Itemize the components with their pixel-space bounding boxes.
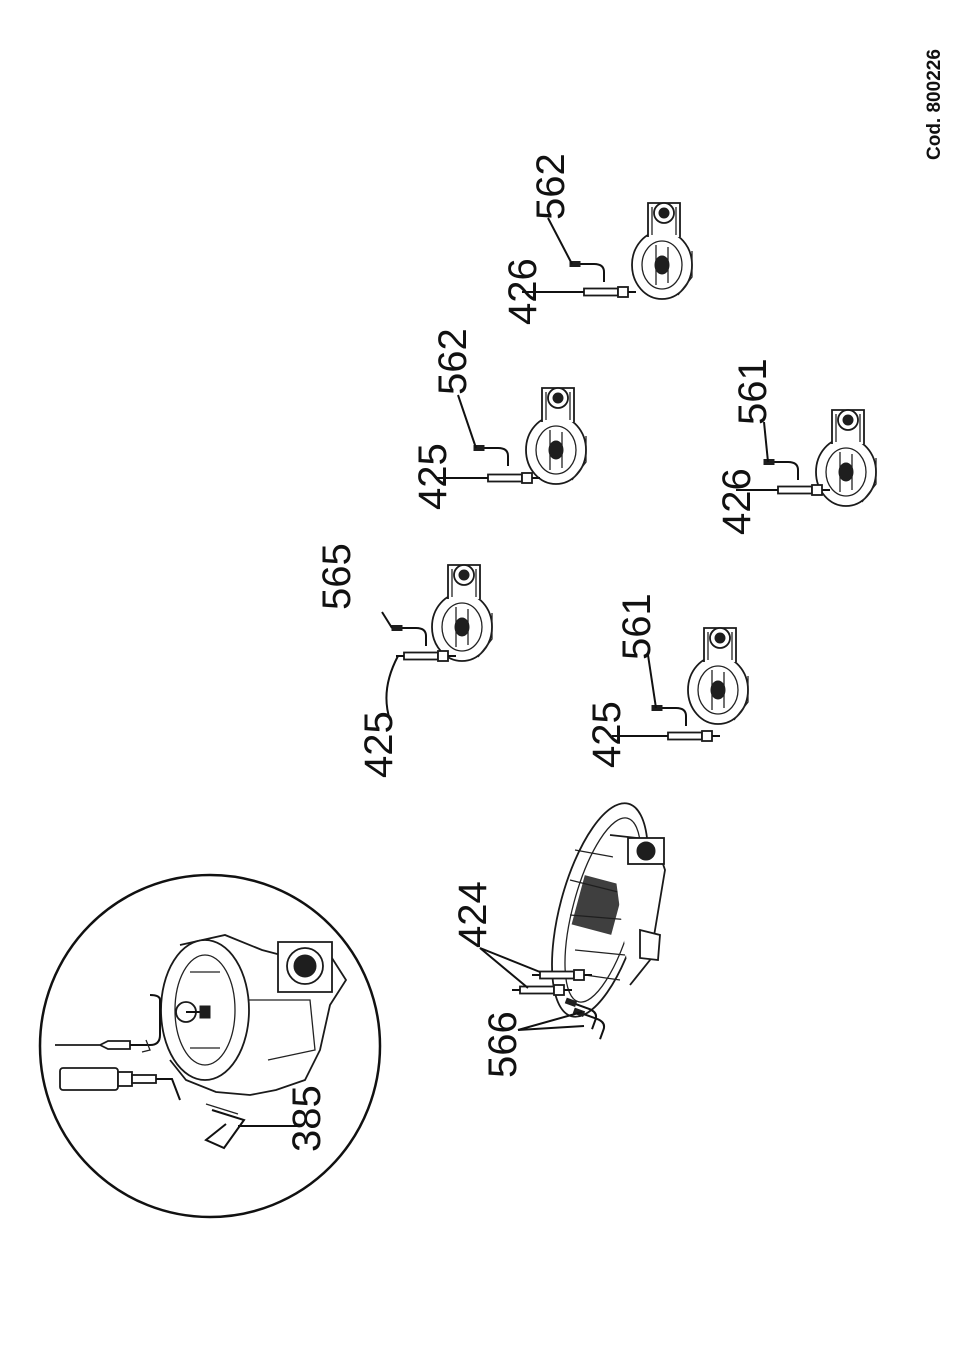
detail-burner-body	[160, 934, 348, 1096]
burner-head-group-e	[763, 409, 877, 507]
callout-561-d: 561	[615, 593, 659, 660]
detail-igniter	[55, 994, 161, 1053]
clip-part	[204, 1103, 246, 1150]
callout-426-e: 426	[715, 468, 759, 535]
burner-head-group-b	[473, 387, 587, 485]
burner-head-group-d	[651, 627, 749, 742]
burner-head-group-c	[569, 202, 693, 300]
burner-head-group-a	[391, 564, 493, 662]
drawing-code: Cod. 800226	[924, 49, 945, 160]
detail-view: 385	[38, 873, 382, 1219]
callout-426-c: 426	[501, 258, 545, 325]
callout-424: 424	[451, 881, 495, 948]
callout-562-c: 562	[529, 153, 573, 220]
callout-561-e: 561	[731, 358, 775, 425]
callout-425-d: 425	[585, 701, 629, 768]
callout-562-b: 562	[431, 328, 475, 395]
callout-565: 565	[315, 543, 359, 610]
callout-566: 566	[481, 1011, 525, 1078]
main-burner-assembly	[551, 802, 666, 1018]
callout-385: 385	[285, 1085, 329, 1152]
callout-425-a: 425	[357, 711, 401, 778]
callout-425-b: 425	[411, 443, 455, 510]
detail-electrode	[59, 1067, 181, 1101]
